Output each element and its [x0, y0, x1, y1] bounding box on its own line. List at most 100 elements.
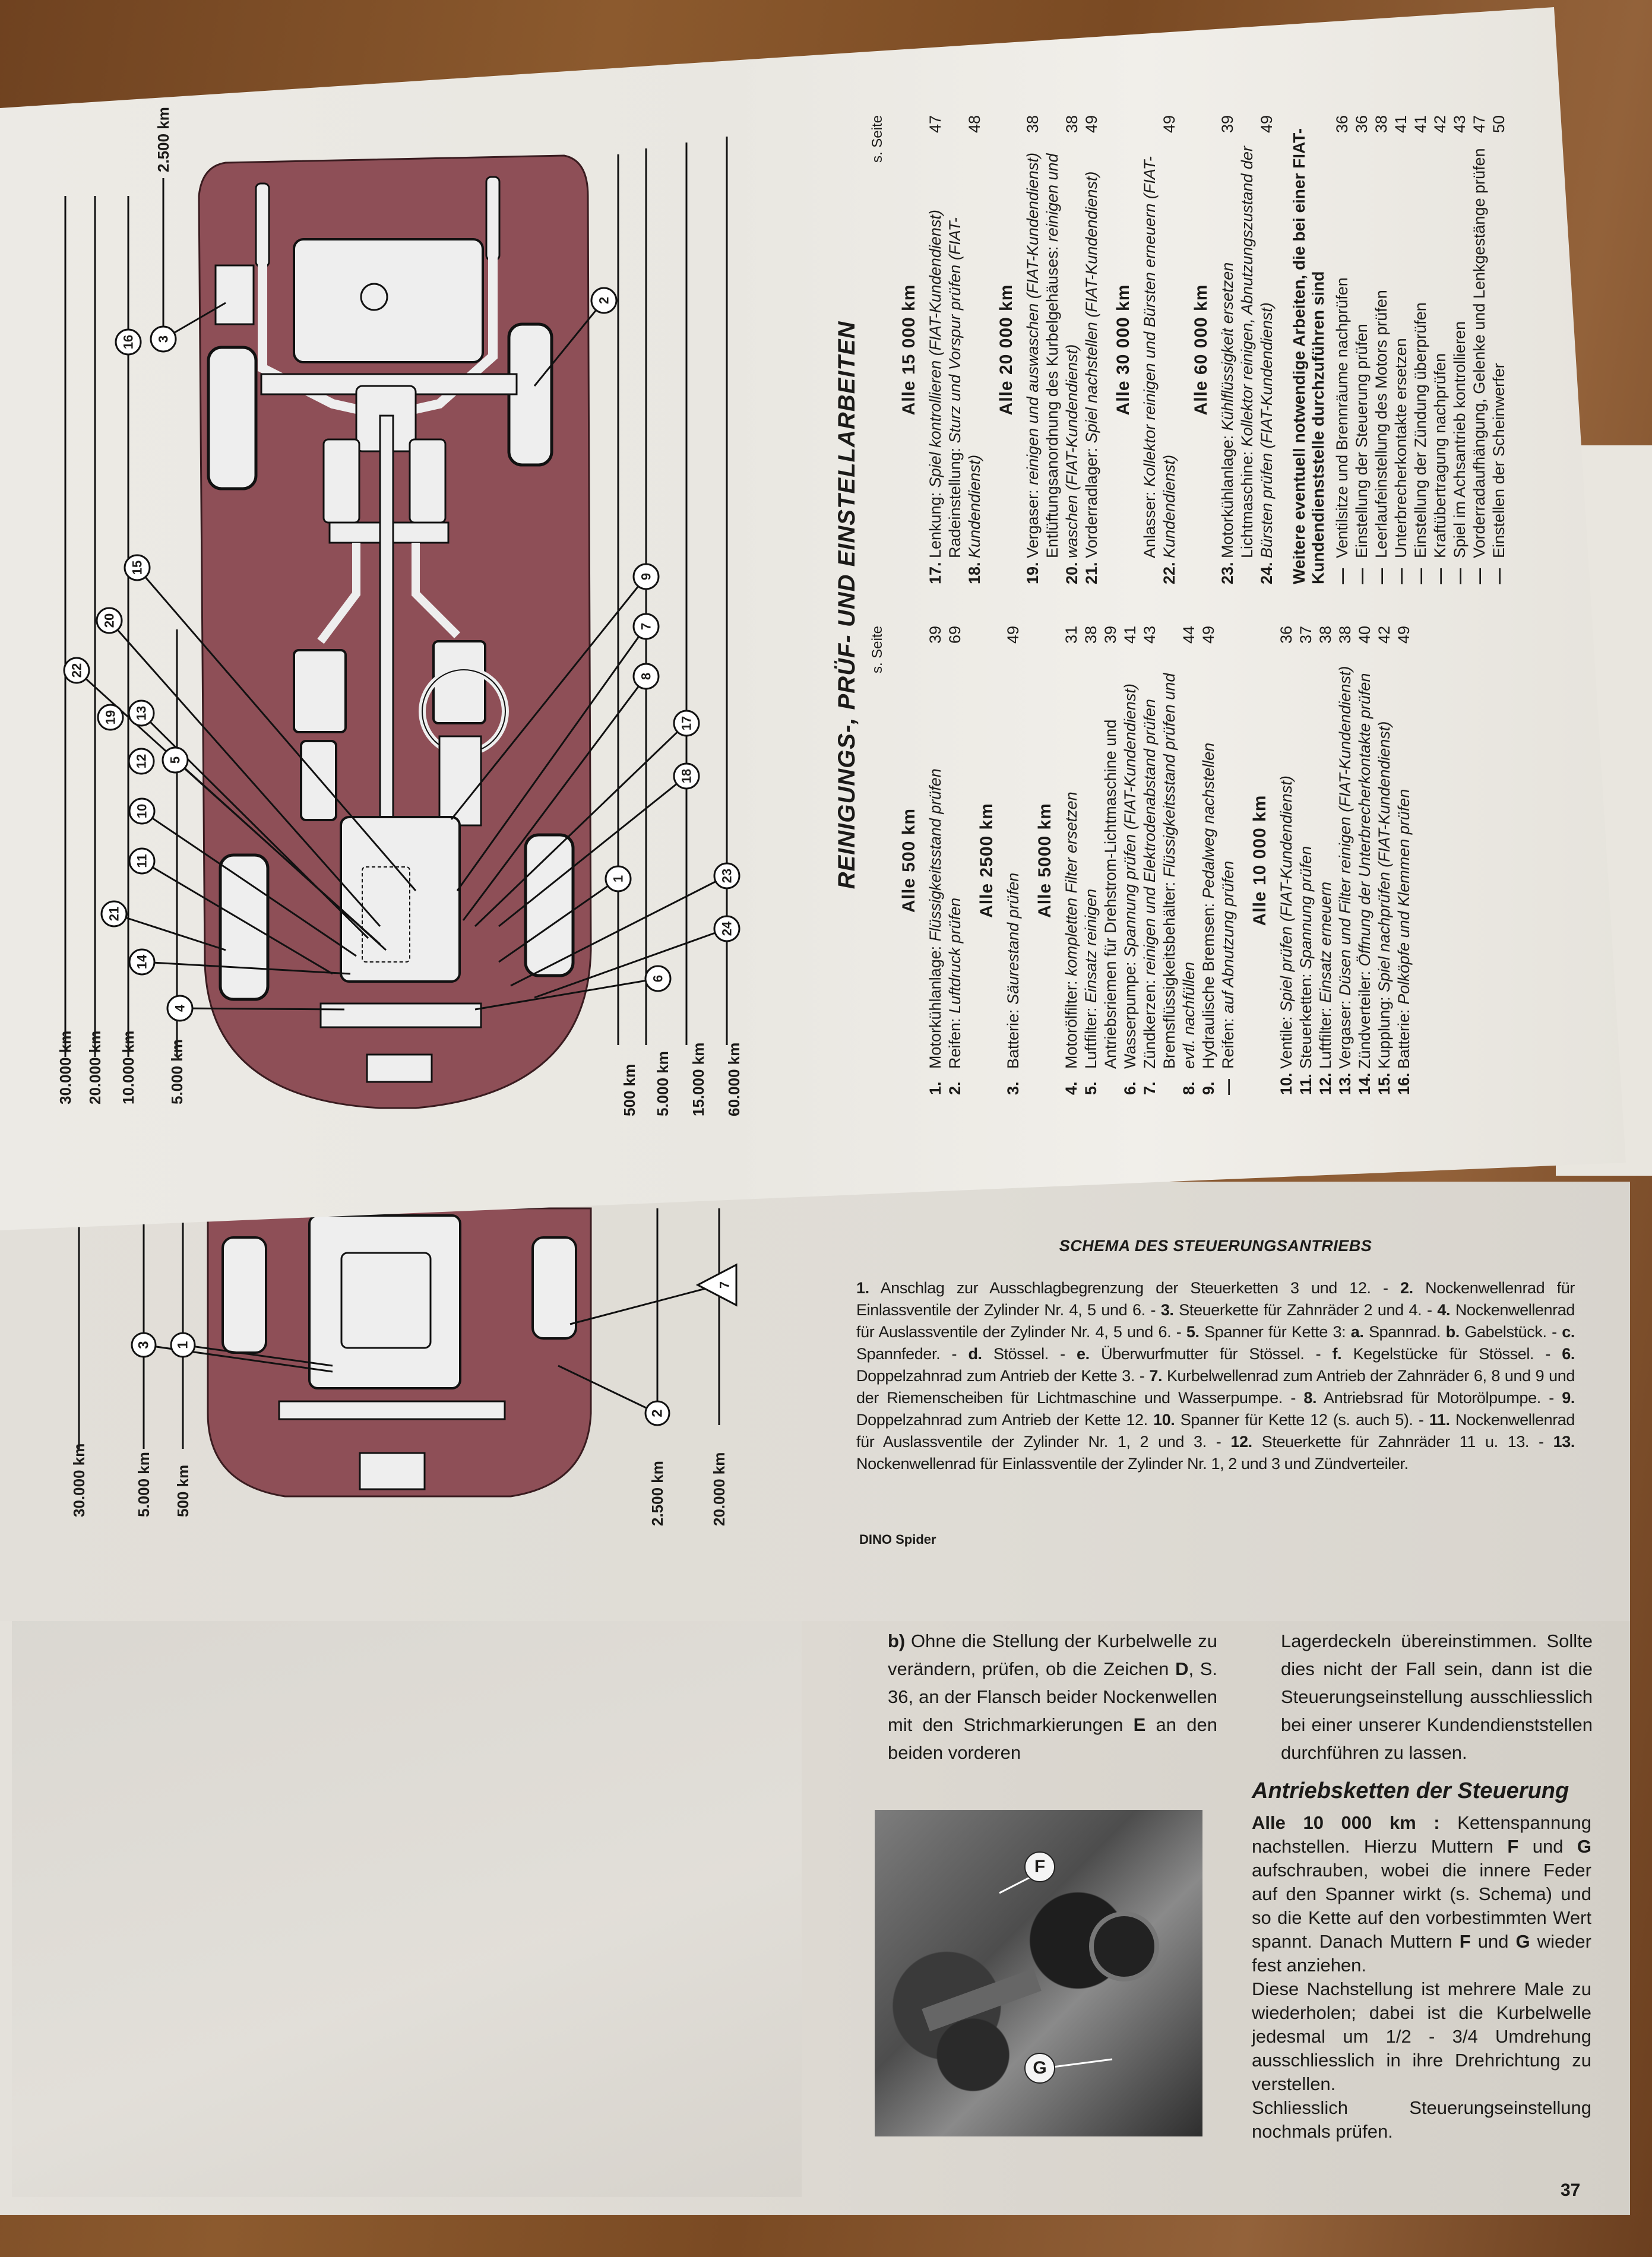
interval-heading: Alle 15 000 km — [899, 284, 919, 416]
item-label: Entlüftungsanordnung des Kurbelgehäuses: — [1043, 246, 1061, 558]
bold-marker: 5. — [1186, 1323, 1200, 1341]
schedule-item: 23.Motorkühlanlage: Kühlflüssigkeit erse… — [1218, 115, 1238, 584]
item-label: Einstellen der Scheinwerfer — [1490, 363, 1508, 558]
bold-marker: F — [1507, 1836, 1519, 1857]
text-run: Spannrad. — [1363, 1323, 1446, 1341]
item-label: Luftfilter: — [1316, 1007, 1334, 1069]
interval-heading: Alle 2500 km — [977, 803, 996, 918]
text-run: wieder fest anziehen. — [1252, 1931, 1592, 1976]
item-page-ref: 49 — [1160, 115, 1178, 134]
item-number: 10. — [1277, 1072, 1295, 1095]
schema-legend: 1. Anschlag zur Ausschlagbegrenzung der … — [856, 1277, 1575, 1475]
page-ref-header: s. Seite — [869, 115, 885, 163]
item-action: Kühlflüssigkeit ersetzen — [1219, 262, 1236, 431]
item-label: Reifen: — [946, 1018, 964, 1069]
item-page-ref: 39 — [1219, 115, 1236, 134]
item-page-ref: 44 — [1180, 626, 1198, 644]
item-action: Spannung prüfen — [1297, 846, 1315, 969]
schedule-item: 21.Vorderradlager: Spiel nachstellen (FI… — [1082, 115, 1102, 584]
text-run: Doppelzahnrad zum Antrieb der Kette 12. — [856, 1411, 1154, 1429]
text-run: Kettenspannung nachstellen. Hierzu Mutte… — [1252, 1812, 1591, 1857]
bold-marker: 4. — [1437, 1301, 1451, 1319]
bold-marker: 8. — [1303, 1389, 1317, 1407]
item-description: Anlasser: Kollektor reinigen und Bürsten… — [1140, 145, 1179, 558]
engine-photo: F G — [875, 1810, 1202, 2136]
item-number: 8. — [1180, 1081, 1198, 1095]
schedule-item: 19.Vergaser: reinigen und auswaschen (FI… — [1023, 115, 1043, 584]
item-action: Spiel prüfen (FIAT-Kundendienst) — [1277, 775, 1295, 1012]
item-page-ref: 43 — [1141, 626, 1159, 644]
item-description: Reifen: auf Abnutzung prüfen — [1219, 656, 1238, 1069]
item-description: Ventile: Spiel prüfen (FIAT-Kundendienst… — [1277, 656, 1296, 1069]
bold-marker: b) — [888, 1631, 906, 1651]
bold-marker: 3. — [1160, 1301, 1174, 1319]
page-ref-header: s. Seite — [869, 626, 885, 674]
item-label: Radeinstellung: — [946, 447, 964, 558]
interval-heading: Alle 20 000 km — [996, 284, 1016, 416]
schedule-item: 6.Antriebsriemen für Drehstrom-Lichtmasc… — [1101, 626, 1140, 1095]
bold-marker: 9. — [1562, 1389, 1575, 1407]
item-label: Vergaser: — [1024, 489, 1042, 558]
schedule-item: 8.Bremsflüssigkeitsbehälter: Flüssigkeit… — [1160, 626, 1199, 1095]
manual-page-37 — [0, 1591, 1630, 2215]
bold-marker: 6. — [1562, 1345, 1575, 1363]
item-label: Vorderradaufhängung, Gelenke und Lenkges… — [1470, 148, 1488, 558]
item-number: 19. — [1024, 562, 1042, 584]
item-page-ref: 38 — [1063, 115, 1081, 134]
item-description: Luftfilter: Einsatz reinigen — [1081, 656, 1101, 1069]
schema-title: SCHEMA DES STEUERUNGSANTRIEBS — [1059, 1237, 1372, 1255]
bold-marker: 12. — [1230, 1433, 1252, 1451]
item-number: 11. — [1297, 1073, 1315, 1095]
bold-marker: e. — [1077, 1345, 1090, 1363]
text-run: und — [1518, 1836, 1577, 1857]
bold-marker: F — [1459, 1931, 1471, 1952]
item-number: 15. — [1375, 1072, 1393, 1095]
item-label: Zündkerzen: — [1141, 979, 1159, 1069]
interval-heading: Alle 30 000 km — [1113, 284, 1133, 416]
item-description: Batterie: Polköpfe und Klemmen prüfen — [1394, 656, 1414, 1069]
photo-leader-lines — [922, 1865, 1159, 2068]
bold-marker: c. — [1562, 1323, 1575, 1341]
item-number: 24. — [1258, 562, 1276, 584]
item-number: 6. — [1121, 1081, 1139, 1095]
bold-marker: a. — [1350, 1323, 1364, 1341]
callout-f: F — [1024, 1851, 1055, 1882]
item-description: Reifen: Luftdruck prüfen — [945, 656, 965, 1069]
bold-marker: b. — [1445, 1323, 1460, 1341]
bold-marker: D — [1175, 1658, 1189, 1679]
item-label: Kraftübertragung nachprüfen — [1431, 353, 1449, 558]
item-number: 1. — [926, 1081, 944, 1095]
schedule-item: —Unterbrecherkontakte ersetzen 41 — [1391, 115, 1411, 584]
interval-heading: Alle 10 000 km — [1250, 794, 1270, 926]
item-page-ref: 42 — [1375, 626, 1393, 644]
item-page-ref: 49 — [1395, 626, 1413, 644]
item-description: Vergaser: Düsen und Filter reinigen (FIA… — [1335, 656, 1355, 1069]
item-number: — — [1333, 568, 1351, 584]
text-run: Kegelstücke für Stössel. - — [1341, 1345, 1562, 1363]
item-description: Lichtmaschine: Kollektor reinigen, Abnut… — [1238, 145, 1277, 558]
item-description: Zündkerzen: reinigen und Elektrodenabsta… — [1140, 656, 1160, 1069]
text-run: Nockenwellenrad für Auslassventile der Z… — [856, 1411, 1575, 1451]
bold-marker: E — [1133, 1714, 1146, 1735]
schedule-item: —Leerlaufeinstellung des Motors prüfen 3… — [1372, 115, 1391, 584]
item-action: Pedalweg nachstellen — [1200, 742, 1217, 899]
item-number: 7. — [1141, 1081, 1159, 1095]
item-label: Vorderradlager: — [1083, 447, 1100, 558]
item-number: 14. — [1356, 1072, 1373, 1095]
item-description: Lenkung: Spiel kontrollieren (FIAT-Kunde… — [926, 145, 945, 558]
item-action: Einsatz erneuern — [1316, 881, 1334, 1003]
item-number: — — [1392, 568, 1410, 584]
bold-marker: Alle 10 000 km : — [1252, 1812, 1440, 1833]
text-run: Nockenwellenrad für Einlassventile der Z… — [856, 1455, 1409, 1473]
schedule-item: 7. Zündkerzen: reinigen und Elektrodenabs… — [1140, 626, 1160, 1095]
item-page-ref: 36 — [1277, 626, 1295, 644]
item-action: Spiel kontrollieren (FIAT-Kundendienst) — [926, 210, 944, 488]
schedule-item: —Vorderradaufhängung, Gelenke und Lenkge… — [1470, 115, 1489, 584]
faded-left-page — [12, 1603, 802, 2197]
item-page-ref: 48 — [966, 115, 983, 134]
schedule-item: 18.Radeinstellung: Sturz und Vorspur prü… — [945, 115, 985, 584]
item-number: 13. — [1336, 1072, 1354, 1095]
item-number: — — [1412, 568, 1429, 584]
item-number: 16. — [1395, 1072, 1413, 1095]
